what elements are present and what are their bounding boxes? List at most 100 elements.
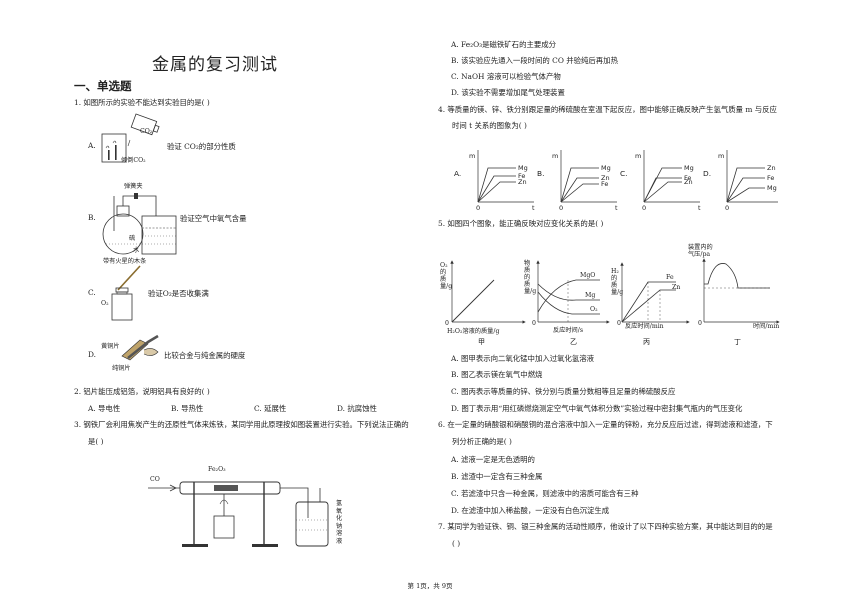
q3-option-a[interactable]: A. Fe₂O₃是磁铁矿石的主要成分 (451, 40, 557, 49)
q4-graph-curve (560, 177, 599, 203)
q5-ding-caption: 丁 (734, 338, 741, 346)
q5-jia-origin: 0 (445, 320, 449, 327)
page-title: 金属的复习测试 (152, 55, 278, 75)
q1-option-d-letter[interactable]: D. (88, 350, 97, 359)
q1-b-sulfur-label: 硫 (129, 235, 136, 242)
q4-graph-letter: D. (703, 169, 711, 178)
q5-ding-ylabel: 装置内的气压/pa (688, 244, 713, 258)
q5-jia-ylabel: O₂的质量/g (440, 262, 453, 290)
q4-graph-curve (560, 167, 599, 203)
q1-d-figure (121, 334, 159, 361)
q1-option-b-letter[interactable]: B. (88, 213, 96, 222)
q2-stem: 2. 铝片能压成铝箔，说明铝具有良好的( ) (74, 387, 210, 396)
q7-stem-line2: ( ) (452, 539, 461, 548)
q1-option-a-letter[interactable]: A. (88, 141, 96, 150)
q1-option-d-text: 比较合金与纯金属的硬度 (164, 351, 246, 360)
q4-graph-curve-label: Fe (767, 174, 774, 182)
q5-option-c[interactable]: C. 图丙表示等质量的锌、铁分别与质量分数相等且足量的稀硫酸反应 (451, 387, 676, 396)
q4-graph-curve (643, 181, 682, 203)
q7-stem-line1: 7. 某同学为验证铁、铜、银三种金属的活动性顺序，他设计了以下四种实验方案，其中… (438, 522, 773, 531)
q3-option-c[interactable]: C. NaOH 溶液可以检验气体产物 (451, 72, 561, 81)
q4-graph-curve-label: Zn (767, 164, 776, 172)
q1-stem: 1. 如图所示的实验不能达到实验目的是( ) (74, 98, 210, 107)
q1-c-figure (111, 265, 141, 321)
q6-option-d[interactable]: D. 在滤渣中加入稀盐酸，一定没有白色沉淀生成 (451, 506, 610, 515)
q1-a-figure (101, 113, 160, 163)
q5-bing-line-fe: Fe (666, 274, 674, 281)
q1-option-c-text: 验证O₂是否收集满 (148, 289, 209, 298)
q5-option-b[interactable]: B. 图乙表示镁在氧气中燃烧 (451, 370, 543, 379)
q6-stem-line2: 列分析正确的是( ) (452, 437, 512, 446)
q2-option-a[interactable]: A. 导电性 (88, 404, 121, 413)
q4-graph-curve-label: Mg (767, 184, 777, 192)
q5-bing-caption: 丙 (643, 338, 650, 346)
q1-b-water-label: 水 (133, 247, 140, 254)
q1-c-o2-label: O₂ (101, 300, 109, 307)
q1-option-c-letter[interactable]: C. (88, 288, 96, 297)
q5-bing-ylabel: H₂的质量/g (611, 268, 624, 296)
q5-graph-ding (702, 258, 780, 324)
q5-stem: 5. 如图四个图象，能正确反映对应变化关系的是( ) (438, 219, 604, 228)
q5-graph-jia (450, 260, 526, 324)
q5-yi-caption: 乙 (570, 338, 577, 346)
q1-option-b-text: 验证空气中氧气含量 (180, 214, 247, 223)
q1-a-co2-label: CO₂ (140, 128, 153, 135)
q3-apparatus-figure (148, 481, 329, 547)
q5-bing-origin: 0 (617, 320, 621, 327)
q4-graph-curve-label: Zn (684, 178, 693, 186)
q5-graphs (450, 258, 780, 324)
q4-stem-line1: 4. 等质量的镁、锌、铁分别跟足量的稀硫酸在室温下起反应，图中能够正确反映产生氢… (438, 105, 777, 114)
q1-d-copper-label: 纯铜片 (112, 365, 131, 372)
q3-stem-line1: 3. 钢铁厂会利用焦炭产生的还原性气体来炼铁，某同学用此原理按如图装置进行实验。… (74, 420, 409, 429)
q4-graph-curve-label: Zn (601, 174, 610, 182)
q1-option-a-text: 验证 CO₂的部分性质 (167, 142, 236, 151)
q5-yi-line-mg: Mg (585, 292, 596, 299)
q4-graph-y-label: m (718, 152, 724, 160)
q5-yi-xlabel: 反应时间/s (553, 327, 584, 334)
q4-graph-curve (643, 177, 682, 203)
q6-stem-line1: 6. 在一定量的硝酸银和硝酸铜的混合溶液中加入一定量的锌粉，充分反应后过滤，得到… (438, 420, 773, 429)
q1-b-clip-label: 弹簧夹 (124, 183, 143, 190)
q4-graph-curve (477, 181, 516, 203)
q4-graph-curve (726, 177, 765, 203)
q1-c-stick-label: 带有火星的木条 (103, 258, 147, 265)
q4-graph-curve (477, 167, 516, 203)
q6-option-b[interactable]: B. 滤渣中一定含有三种金属 (451, 472, 543, 481)
q1-d-brass-label: 黄铜片 (101, 343, 120, 350)
section-heading: 一、单选题 (74, 79, 132, 93)
q3-option-d[interactable]: D. 该实验不需要增加尾气处理装置 (451, 88, 565, 97)
q2-option-d[interactable]: D. 抗腐蚀性 (337, 404, 377, 413)
q2-option-c[interactable]: C. 延展性 (254, 404, 287, 413)
q4-graph-origin: 0 (559, 204, 563, 212)
q4-graph-x-label: t (698, 204, 701, 212)
q5-bing-line-zn: Zn (672, 284, 681, 291)
q4-graph-y-label: m (552, 152, 558, 160)
q6-option-c[interactable]: C. 若滤渣中只含一种金属，则滤液中的溶质可能含有三种 (451, 489, 639, 498)
q4-graph-letter: A. (454, 169, 461, 178)
page-footer: 第 1页，共 9页 (407, 582, 453, 590)
q4-stem-line2: 时间 t 关系的图象为( ) (452, 121, 527, 130)
q5-bing-xlabel: 反应时间/min (625, 323, 664, 330)
q4-graph-y-label: m (635, 152, 641, 160)
q5-graph-yi (536, 260, 610, 324)
q4-graph-curve (477, 175, 516, 203)
q1-b-figure (102, 193, 177, 255)
q5-ding-origin: 0 (698, 320, 702, 327)
q5-graph-bing (620, 262, 690, 324)
q5-option-d[interactable]: D. 图丁表示用“用红磷燃烧测定空气中氧气体积分数”实验过程中密封集气瓶内的气压… (451, 404, 743, 413)
q4-graph-y-label: m (469, 152, 475, 160)
q4-graph-x-label: t (615, 204, 618, 212)
q1-a-pour-label: 倾倒CO₂ (121, 157, 146, 164)
q4-graph-origin: 0 (725, 204, 729, 212)
q4-graph-letter: C. (620, 169, 628, 178)
q4-graph-curve-label: Mg (601, 164, 611, 172)
q5-jia-xlabel: H₂O₂溶液的质量/g (447, 328, 500, 335)
q4-graph-letter: B. (537, 169, 544, 178)
q6-option-a[interactable]: A. 滤液一定是无色透明的 (451, 455, 535, 464)
q3-option-b[interactable]: B. 该实验应先通入一段时间的 CO 并验纯后再加热 (451, 56, 618, 65)
q5-yi-line-mgo: MgO (580, 272, 596, 279)
q3-co-label: CO (150, 476, 160, 483)
q4-graph-curve (560, 183, 599, 203)
q5-option-a[interactable]: A. 图甲表示向二氧化锰中加入过氧化氢溶液 (451, 354, 595, 363)
q2-option-b[interactable]: B. 导热性 (171, 404, 204, 413)
